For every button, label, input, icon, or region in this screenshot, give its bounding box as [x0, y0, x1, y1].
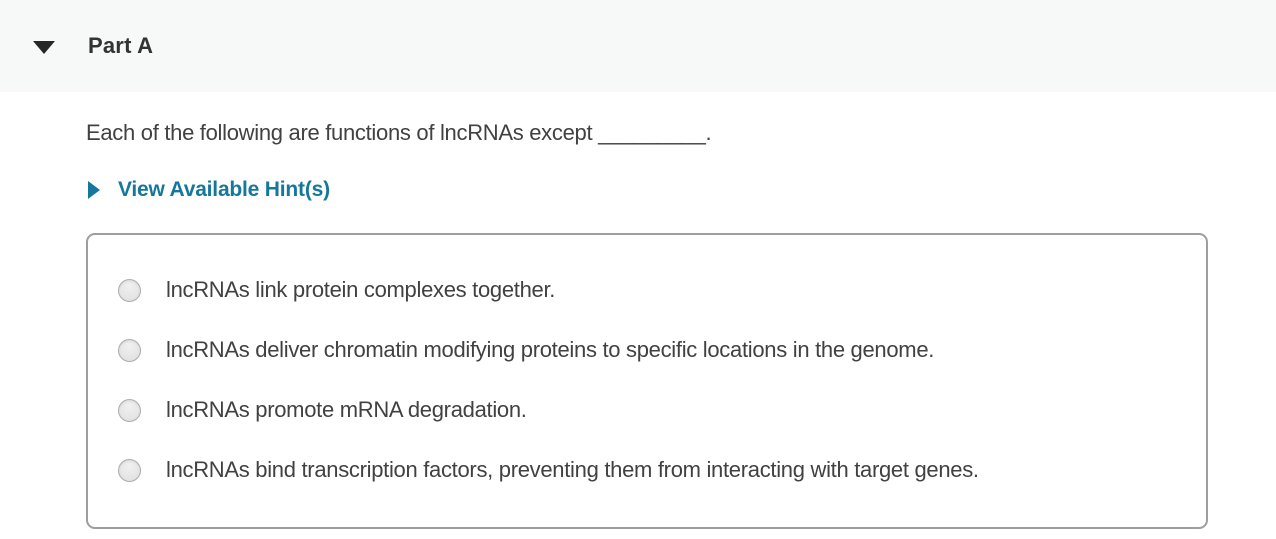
view-hints-label: View Available Hint(s)	[118, 178, 330, 201]
answer-options-box: lncRNAs link protein complexes together.…	[86, 233, 1208, 529]
part-title: Part A	[88, 33, 154, 58]
radio-button-icon[interactable]	[118, 278, 141, 302]
radio-button-icon[interactable]	[118, 398, 141, 422]
view-hints-link[interactable]: View Available Hint(s)	[86, 178, 330, 202]
answer-option-row[interactable]: lncRNAs deliver chromatin modifying prot…	[118, 337, 934, 363]
answer-option-row[interactable]: lncRNAs link protein complexes together.	[118, 277, 555, 303]
radio-button-icon[interactable]	[118, 458, 141, 482]
answer-option-row[interactable]: lncRNAs bind transcription factors, prev…	[118, 457, 979, 483]
answer-option-row[interactable]: lncRNAs promote mRNA degradation.	[118, 397, 527, 423]
answer-option-label: lncRNAs deliver chromatin modifying prot…	[166, 337, 935, 362]
caret-down-icon[interactable]	[33, 40, 55, 54]
part-header[interactable]: Part A	[0, 0, 1276, 92]
answer-option-label: lncRNAs bind transcription factors, prev…	[166, 457, 979, 482]
caret-right-icon	[88, 181, 100, 199]
answer-option-label: lncRNAs link protein complexes together.	[166, 277, 556, 302]
question-text: Each of the following are functions of l…	[86, 120, 712, 145]
part-content: Each of the following are functions of l…	[0, 118, 1276, 529]
answer-option-label: lncRNAs promote mRNA degradation.	[166, 397, 527, 422]
radio-button-icon[interactable]	[118, 338, 141, 362]
